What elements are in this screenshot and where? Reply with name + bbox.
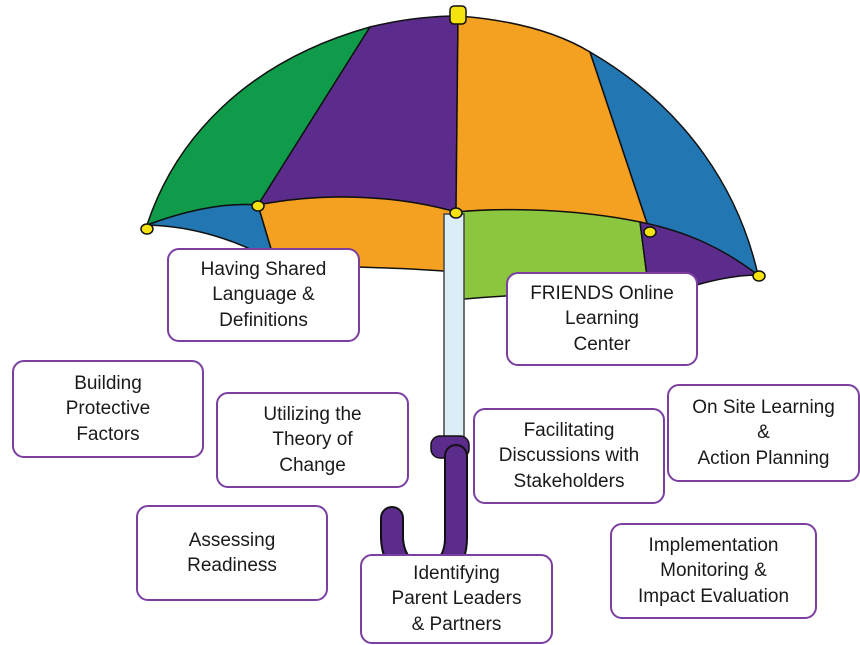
rib-tip <box>752 270 766 282</box>
box-facilitating-discussions: Facilitating Discussions with Stakeholde… <box>473 408 665 504</box>
box-parent-leaders: Identifying Parent Leaders & Partners <box>360 554 553 644</box>
rib-tip <box>449 207 463 219</box>
umbrella-top-tip <box>449 5 467 25</box>
box-implementation-monitoring: Implementation Monitoring & Impact Evalu… <box>610 523 817 619</box>
rib-tips <box>140 200 766 282</box>
box-theory-of-change: Utilizing the Theory of Change <box>216 392 409 488</box>
rib-tip <box>140 223 154 235</box>
box-shared-language: Having Shared Language & Definitions <box>167 248 360 342</box>
rib-tip <box>251 200 265 212</box>
box-on-site-learning: On Site Learning & Action Planning <box>667 384 860 482</box>
box-friends-online: FRIENDS Online Learning Center <box>506 272 698 366</box>
box-assessing-readiness: Assessing Readiness <box>136 505 328 601</box>
rib-tip <box>643 226 657 238</box>
box-protective-factors: Building Protective Factors <box>12 360 204 458</box>
umbrella-shaft <box>443 213 465 447</box>
